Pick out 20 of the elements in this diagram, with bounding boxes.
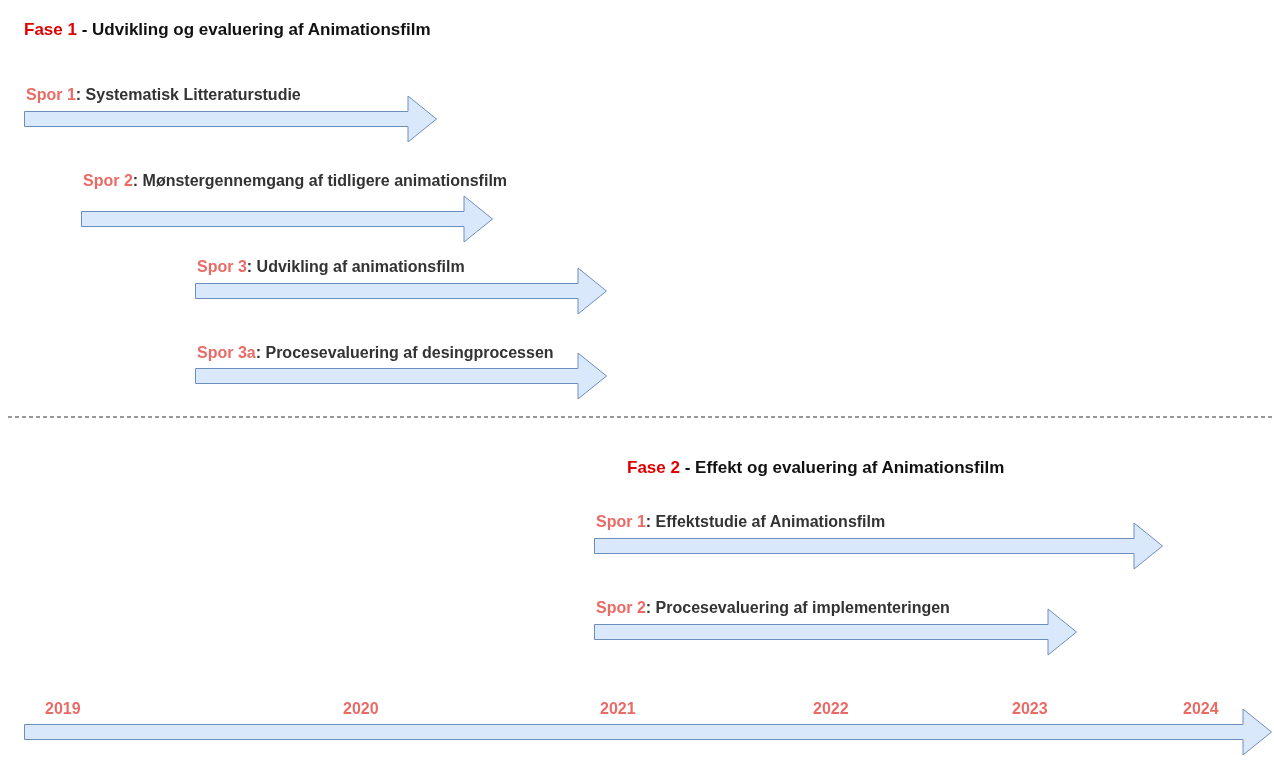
track-label: Spor 1: Effektstudie af Animationsfilm	[596, 513, 886, 531]
phase-heading: Fase 1 - Udvikling og evaluering af Animationsfilm	[24, 20, 431, 40]
track-bar	[195, 258, 607, 314]
phase-heading: Fase 2 - Effekt og evaluering af Animationsfilm	[627, 458, 1005, 478]
track-label: Spor 2: Procesevaluering af implementeringen	[596, 599, 950, 617]
track-bar	[594, 513, 1163, 569]
year-label: 2023	[1012, 700, 1048, 718]
track-bar	[594, 599, 1077, 655]
track-bar	[195, 344, 607, 399]
timeline-bar	[24, 700, 1272, 755]
track-label: Spor 3a: Procesevaluering af desingprocessen	[197, 344, 554, 362]
year-label: 2024	[1183, 700, 1219, 718]
year-label: 2019	[45, 700, 81, 718]
track-label: Spor 2: Mønstergennemgang af tidligere animationsfilm	[83, 172, 508, 190]
year-label: 2021	[600, 700, 636, 718]
year-label: 2020	[343, 700, 379, 718]
track-bar	[24, 86, 437, 142]
year-label: 2022	[813, 700, 849, 718]
track-label: Spor 1: Systematisk Litteraturstudie	[26, 86, 301, 104]
track-label: Spor 3: Udvikling af animationsfilm	[197, 258, 465, 276]
